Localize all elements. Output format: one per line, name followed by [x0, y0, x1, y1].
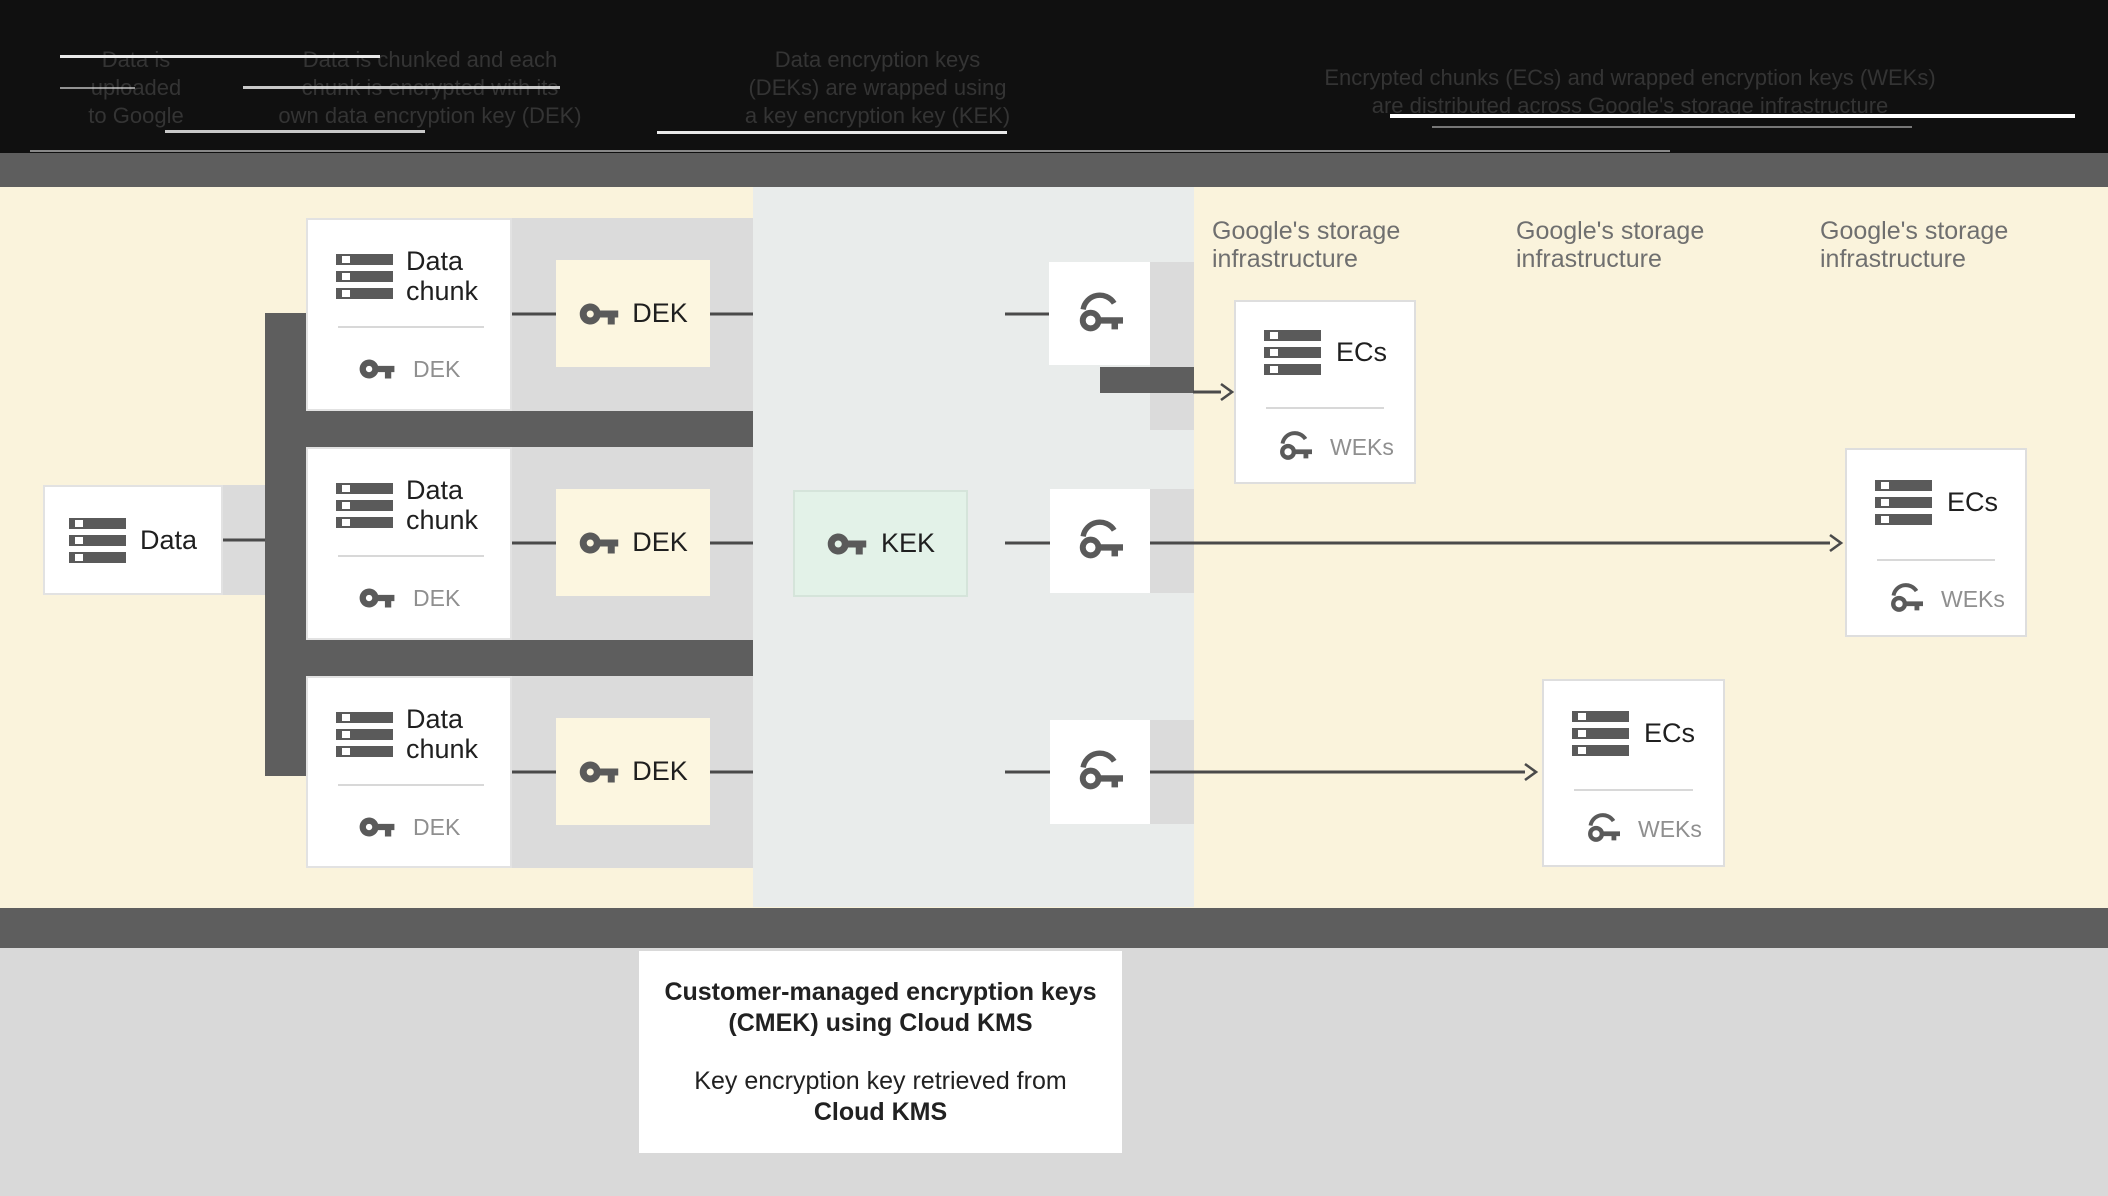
weks-label: WEKs: [1941, 585, 2005, 612]
dek-label: DEK: [413, 813, 461, 840]
row-connector-band: [265, 640, 753, 676]
data-stack-icon: [68, 517, 126, 563]
divider: [338, 326, 484, 328]
bottom-separator-band: [0, 908, 2108, 948]
wrapped-key-icon: [1887, 582, 1925, 616]
dek-box-label: DEK: [632, 298, 688, 328]
ecs-stack-icon: [1572, 711, 1629, 756]
glitch-streak: [1390, 114, 2075, 118]
glitch-streak: [165, 130, 425, 133]
key-icon: [359, 359, 395, 379]
data-chunk-title: Data chunk: [406, 704, 479, 764]
key-box-tab: [1150, 262, 1194, 430]
header-step-3: Data encryption keys (DEKs) are wrapped …: [744, 47, 1011, 128]
key-box-tab: [1150, 489, 1194, 593]
glitch-streak: [657, 131, 1007, 134]
data-box: Data: [43, 485, 223, 595]
data-chunk-box: Data chunk DEK: [306, 218, 512, 411]
divider: [1266, 407, 1384, 409]
data-box-label: Data: [139, 524, 198, 555]
dek-label: DEK: [413, 355, 461, 382]
key-icon: [579, 532, 619, 553]
storage-infrastructure-label: Google's storage infrastructure: [1516, 217, 1705, 273]
kek-box: KEK: [793, 490, 968, 597]
wrapped-key-icon: [1276, 430, 1314, 464]
ecs-box: ECs WEKs: [1234, 300, 1416, 484]
data-chunk-stack-icon: [336, 253, 393, 299]
row-connector-band: [265, 411, 753, 447]
header-band: Data is uploaded to Google Data is chunk…: [0, 0, 2108, 153]
weks-label: WEKs: [1638, 815, 1702, 842]
dek-box-label: DEK: [632, 527, 688, 557]
data-chunk-stack-icon: [336, 482, 393, 528]
key-icon: [359, 588, 395, 608]
divider: [338, 555, 484, 557]
data-chunk-box: Data chunk DEK: [306, 676, 512, 868]
glitch-streak: [60, 55, 380, 58]
trunk-connector: [265, 313, 306, 776]
header-step-1: Data is uploaded to Google: [88, 47, 184, 128]
dek-box: DEK: [556, 489, 710, 596]
storage-infrastructure-label: Google's storage infrastructure: [1212, 217, 1401, 273]
data-chunk-box: Data chunk DEK: [306, 447, 512, 640]
ecs-title: ECs: [1947, 487, 1999, 517]
wrapped-key-box: [1049, 262, 1150, 365]
glitch-streak: [60, 87, 135, 89]
storage-infrastructure-label: Google's storage infrastructure: [1820, 217, 2009, 273]
header-step-4: Encrypted chunks (ECs) and wrapped encry…: [1324, 65, 1936, 118]
dek-label: DEK: [413, 584, 461, 611]
data-chunk-title: Data chunk: [406, 246, 479, 306]
cmek-caption-title: Customer-managed encryption keys (CMEK) …: [664, 977, 1097, 1037]
data-chunk-title: Data chunk: [406, 475, 479, 535]
glitch-streak: [243, 86, 560, 89]
cmek-caption-body: Key encryption key retrieved from Cloud …: [694, 1066, 1067, 1126]
weks-label: WEKs: [1330, 433, 1394, 460]
dek-box: DEK: [556, 718, 710, 825]
glitch-streak: [30, 150, 1670, 152]
thick-arrow-band: [1100, 367, 1194, 393]
divider: [1574, 789, 1693, 791]
wrapped-key-box: [1050, 720, 1150, 824]
wrapped-key-icon: [1075, 518, 1125, 564]
ecs-box: ECs WEKs: [1845, 448, 2027, 637]
wrapped-key-icon: [1075, 291, 1125, 337]
key-icon: [579, 303, 619, 324]
ecs-title: ECs: [1644, 718, 1696, 748]
kek-box-label: KEK: [880, 528, 936, 558]
divider: [1877, 559, 1995, 561]
top-separator-band: [0, 153, 2108, 187]
key-icon: [579, 761, 619, 782]
key-icon: [827, 533, 867, 554]
wrapped-key-box: [1050, 489, 1150, 593]
cmek-caption-box: Customer-managed encryption keys (CMEK) …: [639, 951, 1122, 1153]
ecs-stack-icon: [1875, 480, 1932, 525]
ecs-stack-icon: [1264, 330, 1321, 375]
divider: [338, 784, 484, 786]
ecs-title: ECs: [1336, 337, 1388, 367]
dek-box-label: DEK: [632, 756, 688, 786]
wrapped-key-icon: [1075, 749, 1125, 795]
data-chunk-stack-icon: [336, 711, 393, 757]
wrapped-key-icon: [1584, 812, 1622, 846]
key-icon: [359, 817, 395, 837]
dek-box: DEK: [556, 260, 710, 367]
glitch-streak: [1432, 126, 1912, 128]
ecs-box: ECs WEKs: [1542, 679, 1725, 867]
